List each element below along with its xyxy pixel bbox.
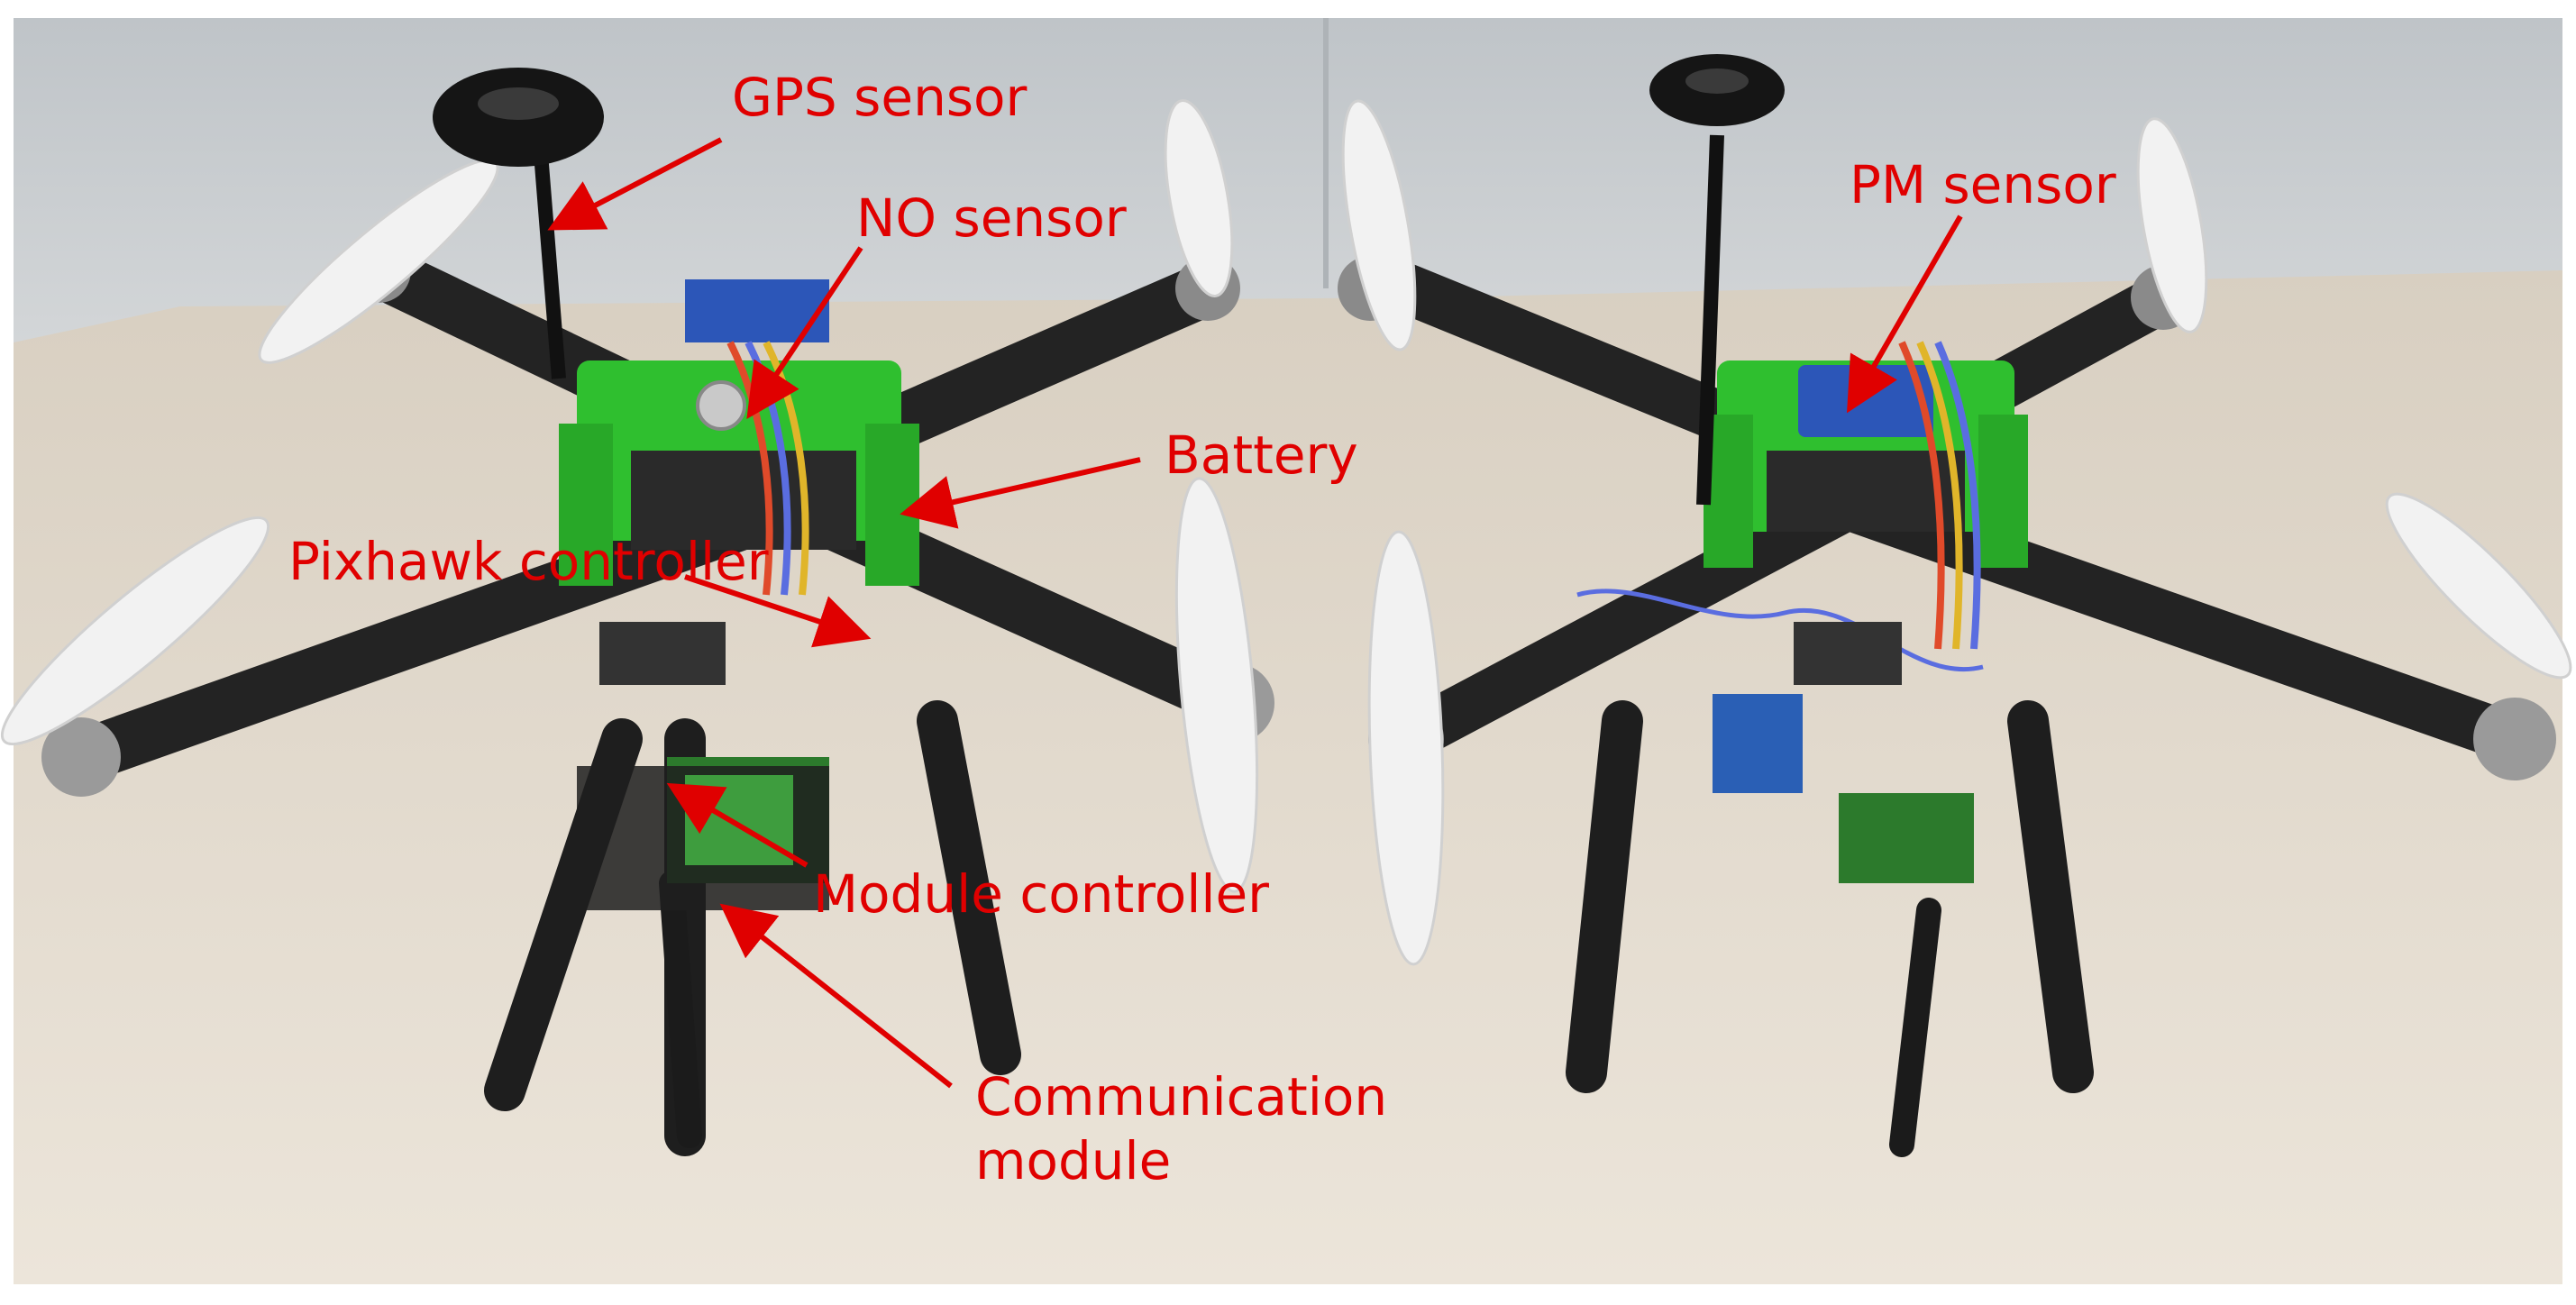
no-sensor-label: NO sensor xyxy=(856,187,1127,249)
battery-arrow xyxy=(900,457,1141,529)
gps-sensor-label: GPS sensor xyxy=(732,67,1028,128)
communication-module-label-line1: Communication xyxy=(975,1066,1387,1127)
pixhawk-controller-label: Pixhawk controller xyxy=(288,531,769,592)
module-controller-arrow xyxy=(666,782,808,868)
propeller-icon xyxy=(0,99,1259,893)
annotation-labels: GPS sensor NO sensor Battery Pixhawk con… xyxy=(288,67,2116,1191)
pm-sensor-label: PM sensor xyxy=(1850,154,2116,215)
pm-sensor-arrow xyxy=(1847,214,1963,414)
battery-label: Battery xyxy=(1165,424,1358,486)
module-controller-label: Module controller xyxy=(813,863,1269,925)
gps-antenna-icon xyxy=(1649,54,1785,506)
no-sensor-arrow xyxy=(746,246,863,419)
gps-antenna-icon xyxy=(433,68,604,379)
left-drone xyxy=(0,68,1274,1156)
wall-divider xyxy=(1323,18,1329,288)
propeller-icon xyxy=(1341,99,2572,966)
communication-module-arrow xyxy=(719,903,953,1089)
gps-sensor-arrow xyxy=(547,137,723,231)
pixhawk-controller-arrow xyxy=(684,574,872,648)
table-surface xyxy=(14,270,2562,1284)
right-drone xyxy=(1338,54,2572,1157)
communication-module-label-line2: module xyxy=(975,1130,1171,1191)
annotation-arrows xyxy=(547,137,1963,1089)
